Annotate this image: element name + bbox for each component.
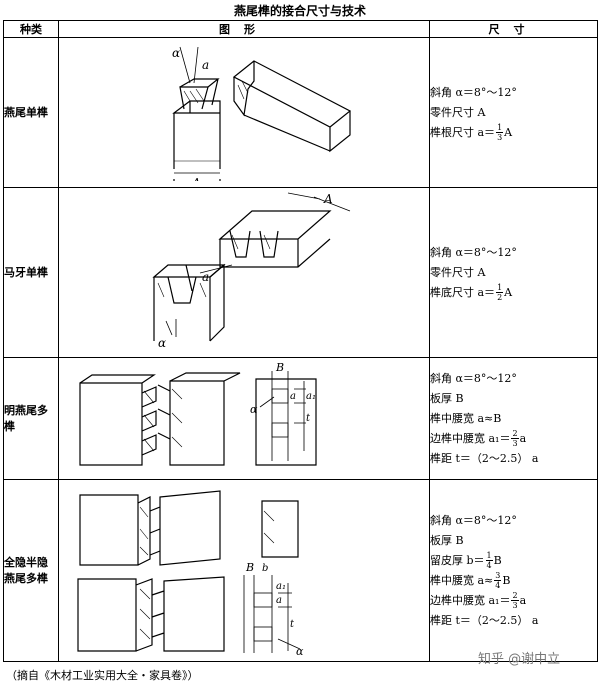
A-label: A bbox=[191, 176, 201, 181]
t-label: t bbox=[306, 413, 311, 424]
edge-spec-prefix: 边榫中腰宽 a₁＝ bbox=[430, 593, 511, 607]
table-row: 全隐半隐燕尾多榫 bbox=[3, 479, 598, 662]
part-spec: 零件尺寸 A bbox=[430, 265, 486, 279]
angle-spec: 斜角 α＝8°～12° bbox=[430, 245, 517, 259]
fraction-num: 3 bbox=[494, 571, 502, 581]
joint-spec-table: 种类 图形 尺寸 燕尾单榫 bbox=[3, 20, 598, 662]
header-figure: 图形 bbox=[58, 20, 430, 38]
base-spec-suffix: A bbox=[504, 285, 513, 299]
angle-spec: 斜角 α＝8°～12° bbox=[430, 513, 517, 527]
A-label: A bbox=[323, 192, 333, 206]
through-dovetail-figure: B a a₁ t α bbox=[79, 361, 317, 466]
kind-cell: 明燕尾多榫 bbox=[3, 357, 59, 480]
figure-cell: B a a₁ t α bbox=[58, 357, 430, 480]
alpha-label: α bbox=[172, 46, 180, 60]
fraction-num: 1 bbox=[485, 551, 493, 561]
fraction-den: 3 bbox=[512, 439, 518, 448]
edge-spec-suffix: a bbox=[519, 593, 527, 607]
kind-cell: 马牙单榫 bbox=[3, 187, 59, 358]
angle-spec: 斜角 α＝8°～12° bbox=[430, 371, 517, 385]
mid-spec: 榫中腰宽 a≈B bbox=[430, 411, 502, 425]
table-row: 马牙单榫 A a α 斜 bbox=[3, 187, 598, 358]
fraction-den: 2 bbox=[497, 293, 503, 302]
B-label: B bbox=[245, 561, 254, 574]
root-spec-suffix: A bbox=[504, 125, 513, 139]
board-spec: 板厚 B bbox=[430, 533, 464, 547]
alpha-label: α bbox=[250, 403, 258, 416]
mid-spec-suffix: B bbox=[502, 573, 511, 587]
table-row: 燕尾单榫 α a bbox=[3, 37, 598, 191]
edge-spec-suffix: a bbox=[519, 431, 527, 445]
part-spec: 零件尺寸 A bbox=[430, 105, 486, 119]
alpha-label: α bbox=[296, 645, 304, 657]
a-label: a bbox=[290, 391, 296, 402]
fraction-den: 4 bbox=[486, 561, 492, 570]
fraction-num: 1 bbox=[496, 283, 504, 293]
kind-cell: 全隐半隐燕尾多榫 bbox=[3, 479, 59, 662]
B-label: B bbox=[275, 361, 284, 374]
single-dovetail-figure: α a A bbox=[172, 46, 352, 191]
table-row: 明燕尾多榫 B bbox=[3, 357, 598, 480]
fraction-den: 3 bbox=[512, 601, 518, 610]
header-size: 尺寸 bbox=[429, 20, 598, 38]
a-label: a bbox=[202, 270, 209, 284]
a-label: a bbox=[276, 595, 282, 606]
skin-spec-prefix: 留皮厚 b＝ bbox=[430, 553, 485, 567]
blind-dovetail-figure: B b a₁ a t α bbox=[77, 489, 304, 658]
alpha-label: α bbox=[158, 336, 166, 350]
header-kind: 种类 bbox=[3, 20, 59, 38]
a1-label: a₁ bbox=[306, 391, 316, 402]
figure-cell: A a α bbox=[58, 187, 430, 358]
fraction-den: 4 bbox=[495, 581, 501, 590]
base-spec-prefix: 榫底尺寸 a＝ bbox=[430, 285, 496, 299]
fraction-num: 2 bbox=[511, 429, 519, 439]
board-spec: 板厚 B bbox=[430, 391, 464, 405]
bridle-figure: A a α bbox=[152, 192, 351, 350]
watermark: 知乎 @谢中立 bbox=[478, 652, 561, 667]
angle-spec: 斜角 α＝8°～12° bbox=[430, 85, 517, 99]
fraction-num: 2 bbox=[511, 591, 519, 601]
table-title: 燕尾榫的接合尺寸与技术 bbox=[233, 4, 366, 18]
b-label: b bbox=[262, 563, 268, 574]
figure-cell: α a A bbox=[58, 37, 430, 191]
fraction-den: 3 bbox=[497, 133, 503, 142]
a1-label: a₁ bbox=[276, 581, 286, 592]
header-row: 种类 图形 尺寸 bbox=[3, 20, 598, 38]
kind-cell: 燕尾单榫 bbox=[3, 37, 59, 188]
a-label: a bbox=[202, 58, 209, 72]
root-spec-prefix: 榫根尺寸 a＝ bbox=[430, 125, 496, 139]
t-label: t bbox=[290, 619, 295, 630]
mid-spec-prefix: 榫中腰宽 a≈ bbox=[430, 573, 494, 587]
figure-cell: B b a₁ a t α bbox=[58, 479, 430, 662]
fraction-num: 1 bbox=[496, 123, 504, 133]
skin-spec-suffix: B bbox=[493, 553, 502, 567]
pitch-spec: 榫距 t＝（2～2.5） a bbox=[430, 451, 539, 465]
edge-spec-prefix: 边榫中腰宽 a₁＝ bbox=[430, 431, 511, 445]
source-note: （摘自《木材工业实用大全・家具卷》） bbox=[6, 669, 199, 682]
pitch-spec: 榫距 t＝（2～2.5） a bbox=[430, 613, 539, 627]
